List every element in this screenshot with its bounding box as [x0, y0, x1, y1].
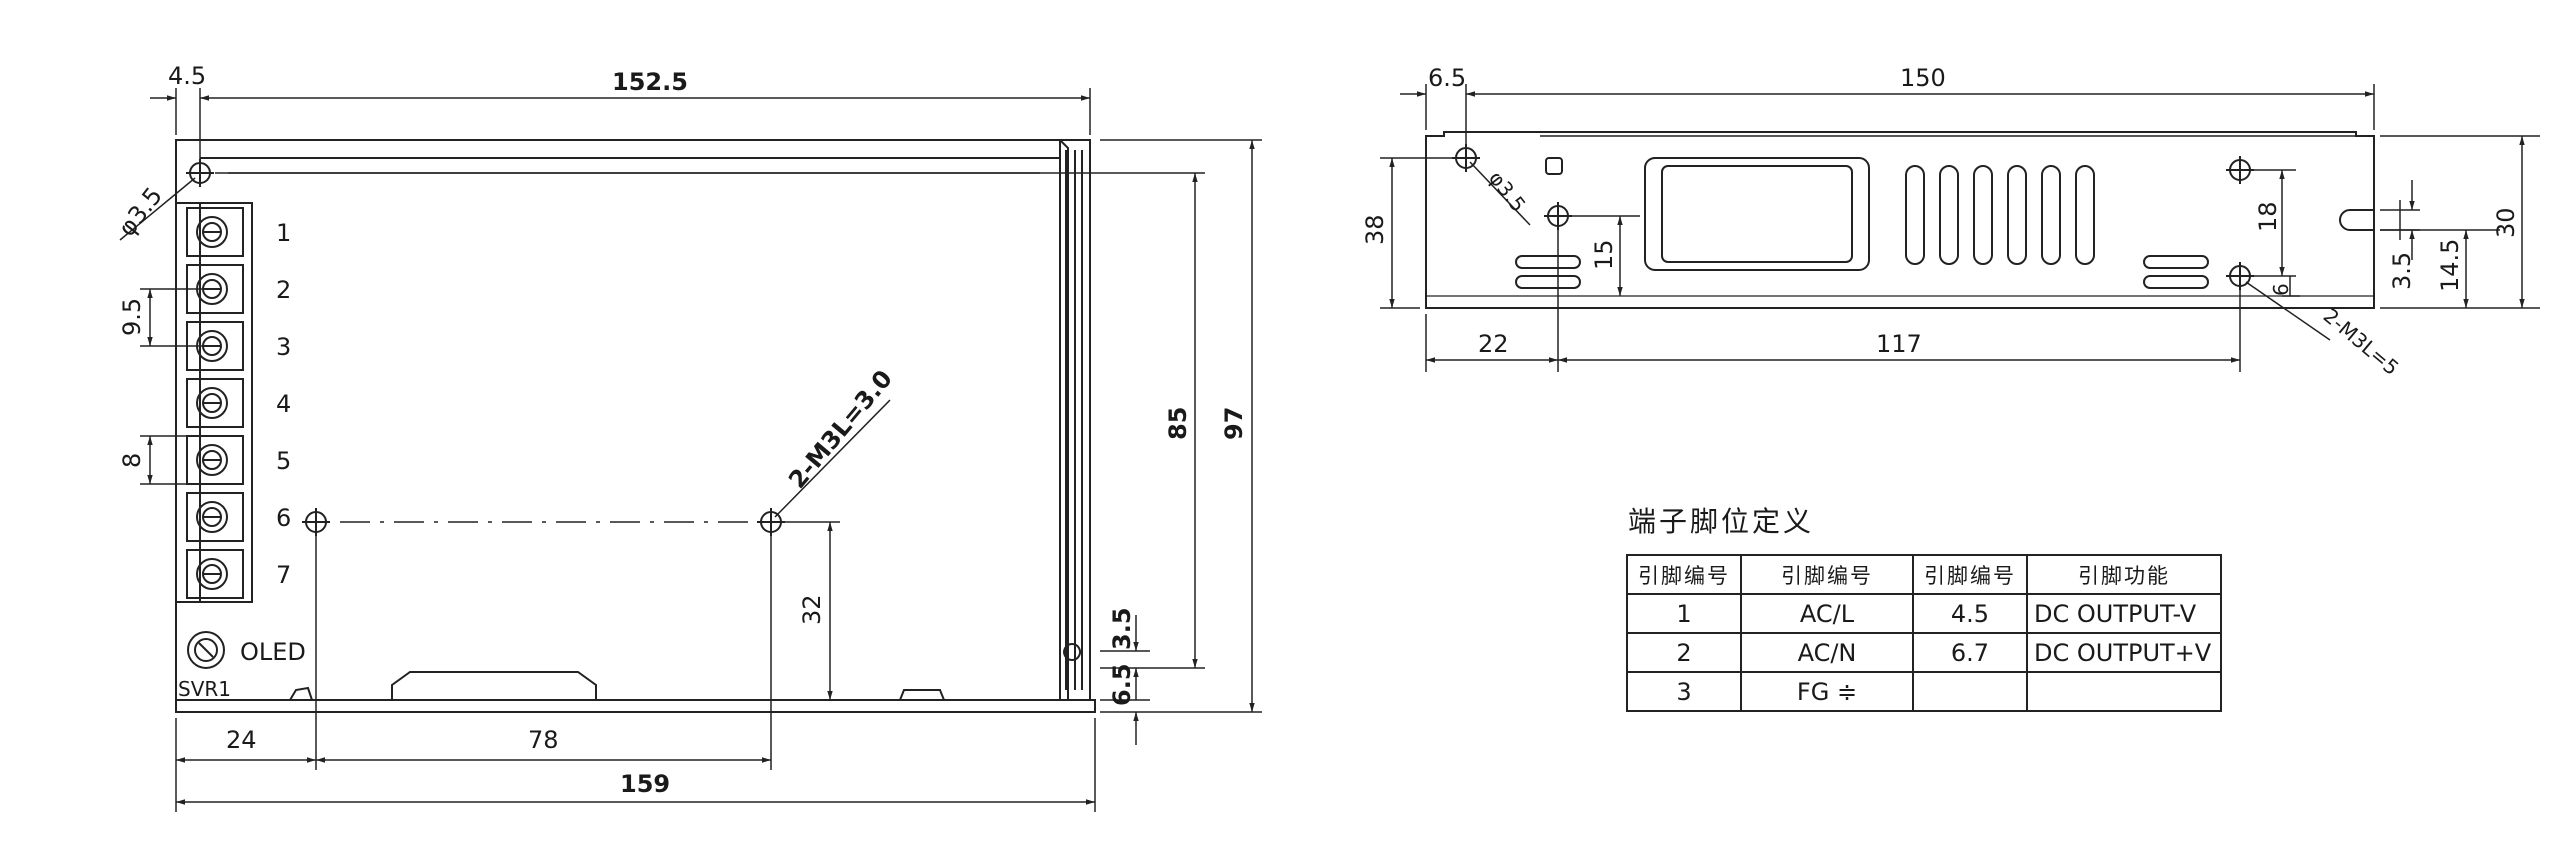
side-dim-slot: 3.5 [2388, 252, 2416, 290]
front-hole-right [757, 508, 785, 536]
dim-top-offset: 4.5 [168, 62, 206, 90]
side-dim-right-hole-spacing: 18 [2254, 201, 2282, 232]
side-hole-right-top [2226, 156, 2254, 184]
led-label: OLED [240, 638, 306, 666]
terminal-screws [186, 207, 244, 599]
pin-table-header: 引脚编号 [1912, 554, 2028, 595]
side-window [1644, 157, 1870, 271]
terminal-label-2: 2 [276, 276, 291, 304]
side-dim-height-mid: 14.5 [2436, 239, 2464, 292]
terminal-label-4: 4 [276, 390, 291, 418]
pin-table-header-row: 引脚编号 引脚编号 引脚编号 引脚功能 [1626, 554, 2222, 595]
dim-terminal-height: 8 [118, 453, 146, 468]
side-dim-bottom-left: 22 [1478, 330, 1509, 358]
pin-table: 引脚编号 引脚编号 引脚编号 引脚功能 1 AC/L 4.5 DC OUTPUT… [1626, 554, 2222, 712]
dim-edge-small: 3.5 [1108, 607, 1136, 650]
dim-height-inner: 85 [1164, 407, 1192, 440]
front-side-bracket [1059, 139, 1091, 701]
terminal-labels: 1 2 3 4 5 6 7 [276, 219, 291, 589]
pot-label: SVR1 [178, 677, 231, 701]
side-view [1425, 131, 2375, 309]
table-cell [1912, 671, 2028, 712]
table-cell: 3 [1626, 671, 1742, 712]
terminal-label-7: 7 [276, 561, 291, 589]
side-dim-hole-h: 15 [1590, 239, 1618, 270]
dim-height-total: 97 [1220, 407, 1248, 440]
side-dim-right-small: 6 [2269, 283, 2293, 296]
side-dim-hole-dia: φ3.5 [1484, 166, 1531, 216]
terminal-label-1: 1 [276, 219, 291, 247]
side-dim-height-left: 38 [1361, 214, 1389, 245]
front-chassis-outline [175, 139, 1096, 713]
dim-hole-height: 32 [798, 594, 826, 625]
table-cell: AC/L [1740, 593, 1914, 634]
terminal-screw-4 [186, 378, 244, 428]
pot-svr1 [187, 631, 225, 669]
table-cell [2026, 671, 2222, 712]
dim-total-width: 159 [620, 770, 670, 798]
table-cell: 1 [1626, 593, 1742, 634]
front-dimensions [119, 88, 1262, 812]
front-bottom-foot [391, 671, 597, 700]
table-cell: 2 [1626, 632, 1742, 673]
table-row: 2 AC/N 6.7 DC OUTPUT+V [1626, 632, 2222, 673]
side-dim-bottom-span: 117 [1876, 330, 1922, 358]
table-cell: DC OUTPUT+V [2026, 632, 2222, 673]
dim-left-offset: 24 [226, 726, 257, 754]
terminal-screw-1 [186, 207, 244, 257]
dim-hole-spacing: 78 [528, 726, 559, 754]
side-vent-slots [1905, 165, 2095, 265]
table-cell: AC/N [1740, 632, 1914, 673]
dim-mount-label: 2-M3L=3.0 [783, 365, 898, 494]
table-row: 1 AC/L 4.5 DC OUTPUT-V [1626, 593, 2222, 634]
side-dim-height-total: 30 [2492, 207, 2520, 238]
terminal-screw-5 [186, 435, 244, 485]
table-cell: 4.5 [1912, 593, 2028, 634]
front-hole-left [302, 508, 330, 536]
table-cell: FG ≑ [1740, 671, 1914, 712]
pin-table-header: 引脚编号 [1740, 554, 1914, 595]
side-hole-left-mid [1544, 202, 1572, 230]
terminal-screw-7 [186, 549, 244, 599]
dim-pitch: 9.5 [118, 298, 146, 336]
table-row: 3 FG ≑ [1626, 671, 2222, 712]
dim-hole-dia: φ3.5 [113, 182, 168, 242]
terminal-label-5: 5 [276, 447, 291, 475]
pin-definition-section: 端子脚位定义 引脚编号 引脚编号 引脚编号 引脚功能 1 AC/L 4.5 DC… [1626, 500, 2222, 712]
side-hole-right-bottom [2226, 262, 2254, 290]
side-dim-mount-label: 2-M3L=5 [2319, 303, 2404, 380]
dim-edge-bottom: 6.5 [1108, 663, 1136, 706]
dim-top-width: 152.5 [612, 68, 688, 96]
side-dimensions [1380, 84, 2540, 372]
front-view [175, 139, 1096, 713]
terminal-block [175, 202, 253, 603]
side-dim-top-offset: 6.5 [1428, 64, 1466, 92]
pin-table-header: 引脚编号 [1626, 554, 1742, 595]
terminal-label-6: 6 [276, 504, 291, 532]
pin-table-header: 引脚功能 [2026, 554, 2222, 595]
front-hole-top-left [186, 159, 214, 187]
terminal-screw-6 [186, 492, 244, 542]
pin-table-title: 端子脚位定义 [1628, 505, 1815, 538]
table-cell: 6.7 [1912, 632, 2028, 673]
terminal-label-3: 3 [276, 333, 291, 361]
side-dim-top-width: 150 [1900, 64, 1946, 92]
side-hole-left-top [1452, 144, 1480, 172]
table-cell: DC OUTPUT-V [2026, 593, 2222, 634]
